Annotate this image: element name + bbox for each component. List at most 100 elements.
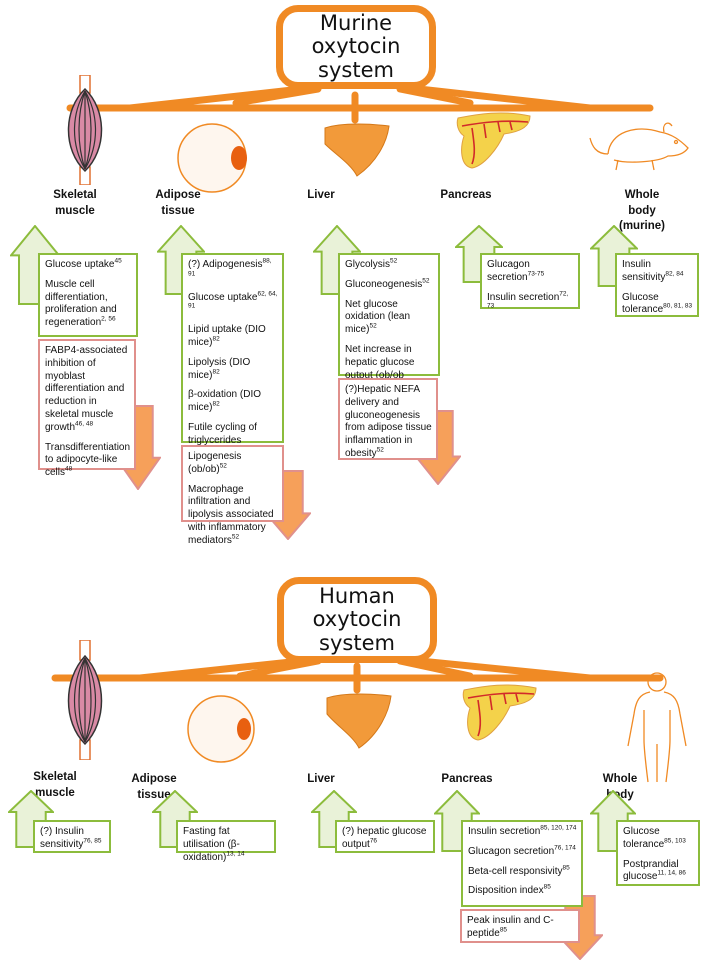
effect-text: Fasting fat utilisation (β-oxidation)	[183, 826, 240, 863]
liver-icon	[326, 693, 392, 749]
murine-adipose-increase-box: (?) Adipogenesis88, 91 Glucose uptake62, …	[181, 253, 284, 459]
fat-cell-icon	[187, 695, 255, 763]
reference-superscript: 11, 14, 86	[657, 870, 686, 878]
effect-text: Glucose uptake	[45, 259, 115, 270]
human-organ-liver: Liver	[307, 773, 335, 785]
effect-text: Glucose tolerance	[623, 826, 665, 850]
reference-superscript: 2, 56	[101, 315, 116, 323]
reference-superscript: 52	[231, 533, 240, 541]
reference-superscript: 46, 48	[75, 420, 94, 428]
effect-text: (?)Hepatic NEFA delivery and gluconeogen…	[345, 384, 432, 459]
effect-item: (?) Adipogenesis88, 91	[188, 258, 278, 285]
murine-liver-decrease-box: (?)Hepatic NEFA delivery and gluconeogen…	[338, 378, 438, 460]
reference-superscript: 80, 81, 83	[663, 303, 693, 311]
human-skeletal-increase-box: (?) Insulin sensitivity76, 85	[33, 820, 111, 853]
effect-item: Glycolysis52	[345, 258, 434, 272]
effect-text: (?) Insulin sensitivity	[40, 826, 84, 850]
effect-item: Insulin secretion72, 73	[487, 290, 574, 318]
reference-superscript: 85	[543, 884, 551, 892]
effect-item: Glucose tolerance85, 103	[623, 826, 694, 852]
effect-item: Glucose tolerance80, 81, 83	[622, 292, 693, 318]
effect-item: Peak insulin and C-peptide85	[467, 915, 574, 941]
reference-superscript: 13, 14	[226, 850, 245, 858]
reference-superscript: 72, 73	[487, 290, 569, 311]
effect-text: FABP4-associated inhibition of myoblast …	[45, 345, 128, 433]
reference-superscript: 82, 84	[665, 270, 684, 278]
human-pancreas-decrease-box: Peak insulin and C-peptide85	[460, 909, 580, 943]
reference-superscript: 82	[212, 400, 220, 408]
effect-item: Glucagon secretion73-75	[487, 259, 574, 285]
reference-superscript: 85, 103	[664, 837, 686, 845]
reference-superscript: 76, 174	[554, 844, 576, 852]
effect-item: Muscle cell differentiation, proliferati…	[45, 279, 132, 330]
effect-text: Postprandial glucose	[623, 858, 679, 883]
pancreas-icon	[462, 684, 537, 741]
effect-item: Net glucose oxidation (lean mice)52	[345, 299, 434, 337]
pancreas-icon	[456, 112, 531, 169]
effect-text: Lipid uptake (DIO mice)	[188, 324, 266, 348]
effect-item: Disposition index85	[468, 884, 577, 898]
human-hub: Human oxytocin system	[277, 577, 437, 663]
effect-item: Lipid uptake (DIO mice)82	[188, 324, 278, 350]
effect-text: Macrophage infiltration and lipolysis as…	[188, 483, 274, 546]
reference-superscript: 82	[212, 368, 220, 376]
effect-item: (?) hepatic glucose output76	[342, 826, 429, 852]
human-liver-increase-box: (?) hepatic glucose output76	[335, 820, 435, 853]
effect-text: Lipolysis (DIO mice)	[188, 356, 251, 381]
effect-text: Glucose tolerance	[622, 291, 664, 316]
murine-title-line2: oxytocin system	[311, 34, 401, 82]
reference-superscript: 85	[562, 864, 570, 872]
reference-superscript: 82	[212, 335, 220, 343]
effect-item: Macrophage infiltration and lipolysis as…	[188, 484, 278, 548]
effect-item: Fasting fat utilisation (β-oxidation)13,…	[183, 826, 270, 864]
effect-text: Beta-cell responsivity	[468, 865, 563, 877]
reference-superscript: 85	[499, 926, 508, 934]
effect-text: Disposition index	[468, 885, 544, 897]
effect-text: (?) Adipogenesis	[188, 259, 263, 270]
effect-text: Glucose uptake	[188, 291, 258, 303]
murine-skeletal-decrease-box: FABP4-associated inhibition of myoblast …	[38, 339, 136, 478]
liver-icon	[324, 123, 390, 177]
effect-item: Transdifferentiation to adipocyte-like c…	[45, 442, 130, 480]
reference-superscript: 45	[114, 257, 122, 265]
muscle-icon	[67, 75, 103, 185]
reference-superscript: 85, 120, 174	[540, 824, 577, 832]
human-title-line2: system	[319, 630, 395, 655]
effect-text: Net glucose oxidation (lean mice)	[345, 298, 411, 336]
human-organ-pancreas: Pancreas	[441, 773, 493, 785]
reference-superscript: 76	[369, 837, 378, 845]
reference-superscript: 52	[369, 322, 377, 330]
effect-text: Glucagon secretion	[468, 845, 555, 857]
effect-item: Glucose uptake45	[45, 257, 132, 272]
effect-text: Insulin secretion	[468, 826, 541, 837]
effect-text: (?) hepatic glucose output	[342, 826, 427, 850]
effect-item: β-oxidation (DIO mice)82	[188, 389, 278, 415]
effect-text: Insulin sensitivity	[622, 259, 666, 283]
human-icon	[627, 672, 687, 783]
mouse-icon	[589, 122, 689, 171]
effect-item: Postprandial glucose11, 14, 86	[623, 859, 694, 885]
effect-item: Lipolysis (DIO mice)82	[188, 357, 278, 383]
effect-text: Muscle cell differentiation, proliferati…	[45, 278, 117, 329]
reference-superscript: 62, 64, 91	[188, 290, 278, 311]
effect-item: Beta-cell responsivity85	[468, 864, 577, 879]
effect-text: Lipogenesis (ob/ob)	[188, 451, 242, 475]
fat-cell-icon	[177, 123, 247, 193]
murine-organ-pancreas: Pancreas	[440, 189, 492, 201]
effect-item: FABP4-associated inhibition of myoblast …	[45, 345, 130, 435]
reference-superscript: 76, 85	[83, 837, 102, 845]
effect-text: Gluconeogenesis	[345, 278, 423, 290]
human-title-line1: Human oxytocin	[312, 583, 402, 632]
reference-superscript: 52	[422, 277, 430, 285]
